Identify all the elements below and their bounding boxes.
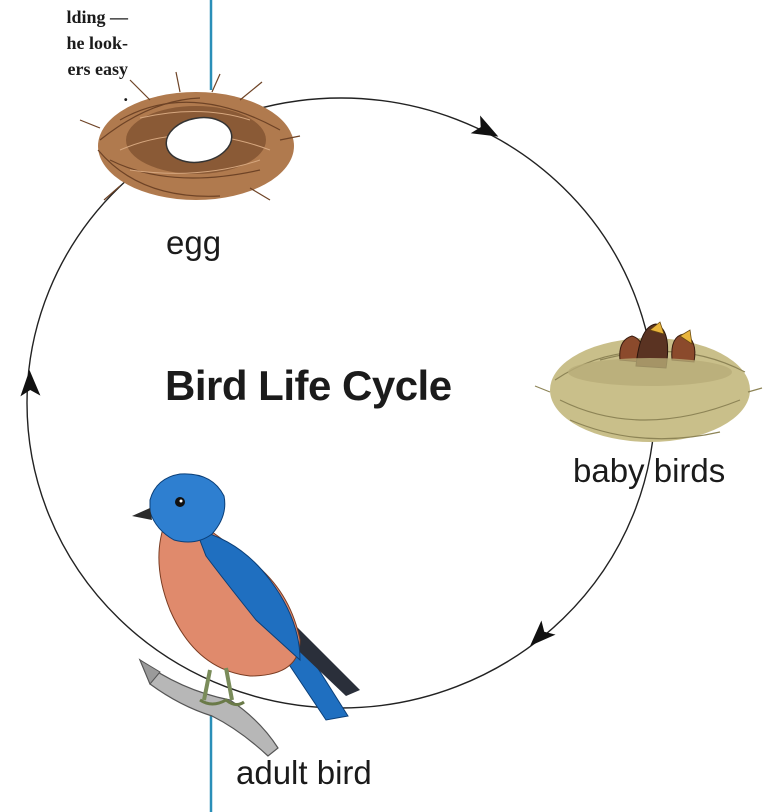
adult-bird-label: adult bird	[236, 754, 372, 792]
baby-birds-label: baby birds	[573, 452, 725, 490]
diagram-title: Bird Life Cycle	[165, 362, 452, 410]
arrow-adult-to-egg-icon	[20, 370, 41, 397]
egg-nest-icon	[80, 72, 300, 200]
baby-birds-nest-icon	[535, 322, 762, 442]
arrow-egg-to-baby-icon	[471, 116, 503, 146]
adult-bird-icon	[132, 474, 360, 756]
egg-label: egg	[166, 224, 221, 262]
